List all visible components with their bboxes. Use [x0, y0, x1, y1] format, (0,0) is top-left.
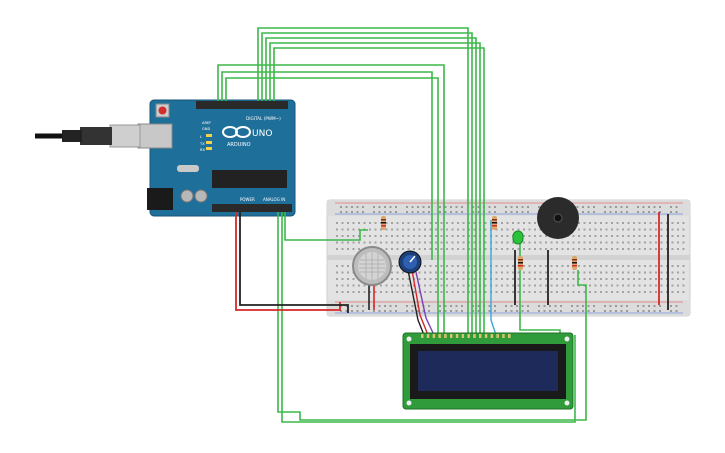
brand-label: ARDUINO [227, 142, 251, 148]
breadboard-holes [336, 206, 685, 312]
power-jack [147, 188, 173, 210]
power-label: POWER [240, 197, 255, 202]
resistor[interactable] [381, 216, 386, 230]
digital-header[interactable] [196, 101, 288, 109]
resistor[interactable] [572, 256, 577, 270]
lcd-pins [421, 334, 511, 338]
resistor[interactable] [518, 256, 523, 270]
gas-sensor[interactable] [352, 246, 392, 286]
resistor[interactable] [492, 216, 497, 230]
usb-cable[interactable] [35, 124, 141, 148]
arduino-uno[interactable]: ARDUINO UNO DIGITAL (PWM~) POWER ANALOG … [137, 99, 296, 217]
green-wires[interactable] [217, 27, 587, 423]
signal-wires[interactable] [368, 212, 669, 336]
green-led[interactable] [512, 230, 524, 245]
lcd-16x2[interactable] [402, 332, 574, 410]
usb-port [137, 123, 173, 149]
potentiometer[interactable] [398, 250, 422, 274]
atmega-chip [212, 170, 287, 188]
model-label: UNO [252, 129, 272, 139]
led-l-label: L [200, 135, 202, 139]
tx-label: TX [199, 142, 205, 146]
piezo-buzzer[interactable] [537, 197, 579, 239]
arduino-logo: ARDUINO UNO [222, 126, 272, 148]
analog-label: ANALOG IN [263, 197, 285, 202]
reset-button[interactable] [158, 106, 167, 115]
lcd-screen [418, 351, 558, 391]
analog-power-header[interactable] [212, 204, 292, 212]
digital-label: DIGITAL (PWM~) [246, 116, 281, 121]
aref-label: AREF [202, 121, 211, 125]
gnd-label: GND [202, 127, 210, 131]
power-wires[interactable] [235, 212, 349, 313]
rx-label: RX [200, 148, 205, 152]
